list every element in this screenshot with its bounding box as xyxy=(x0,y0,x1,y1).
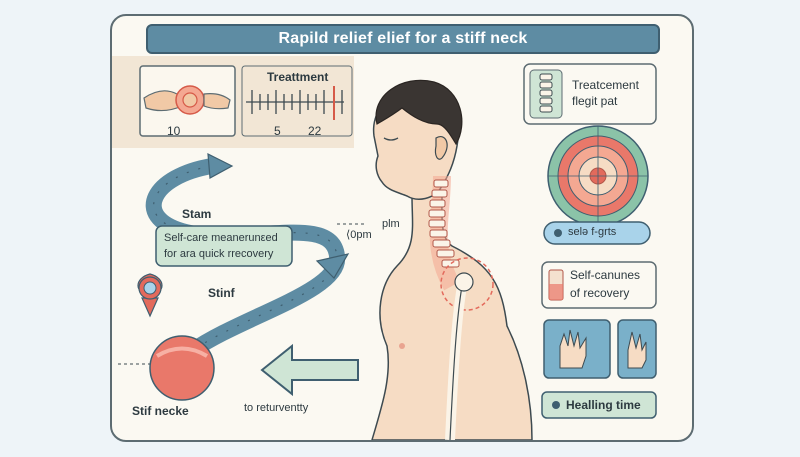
pm-label: plm xyxy=(382,218,400,230)
flow-stiff-label: Stinf xyxy=(208,286,235,300)
return-label: to returventty xyxy=(244,402,309,414)
treatment-scale xyxy=(246,86,344,120)
healing-time-label: Healling time xyxy=(566,398,641,412)
human-figure xyxy=(371,79,533,440)
scale-label-left: 10 xyxy=(167,124,181,138)
self-care-line-2: for ara quick rrecovery xyxy=(164,248,274,260)
scale-label-right: 22 xyxy=(308,124,322,138)
stiff-neck-label: Stif necke xyxy=(132,404,189,418)
healing-bullet-icon xyxy=(552,401,560,409)
return-arrow-icon xyxy=(260,343,359,397)
self-pill-label: selə f-grts xyxy=(568,226,617,238)
self-care-card xyxy=(541,261,657,309)
self-care-box xyxy=(155,225,293,267)
scale-label-mid: 5 xyxy=(274,124,281,138)
flow-arrowhead-2 xyxy=(315,253,350,279)
title-banner: Rapild relief elief for a stiff neck xyxy=(146,24,660,54)
pill-bullet-icon xyxy=(554,229,562,237)
infographic-card: Rapild relief elief for a stiff neck xyxy=(110,14,694,442)
pain-circle xyxy=(149,335,215,401)
scale-frame xyxy=(241,65,353,137)
flow-path-dots xyxy=(153,165,338,352)
right-treatment-line-1: Treatcement xyxy=(572,78,639,92)
flow-start-label: Stam xyxy=(182,207,212,221)
self-care-line-1: Self-care meanerunεed xyxy=(164,232,278,244)
right-self-care-line-1: Self-canunes xyxy=(570,268,641,282)
pain-circle-highlight xyxy=(155,346,209,358)
treatment-heading: Treattment xyxy=(267,70,329,84)
self-pill-bg xyxy=(543,221,651,245)
spine-icon xyxy=(539,73,553,113)
location-pin-icon xyxy=(137,273,163,318)
healing-time-bg xyxy=(541,391,657,419)
illustration-layer xyxy=(112,56,657,440)
flow-arrowhead xyxy=(207,152,234,179)
wrist-illustration xyxy=(143,85,231,115)
right-self-care-line-2: of recovery xyxy=(570,286,630,300)
hand-icon-left xyxy=(559,329,587,369)
hand-icon-right xyxy=(627,331,647,369)
target-icon xyxy=(547,125,649,227)
opm-label: ⟨0pm xyxy=(346,229,372,241)
right-treatment-line-2: flegit pat xyxy=(572,94,618,108)
